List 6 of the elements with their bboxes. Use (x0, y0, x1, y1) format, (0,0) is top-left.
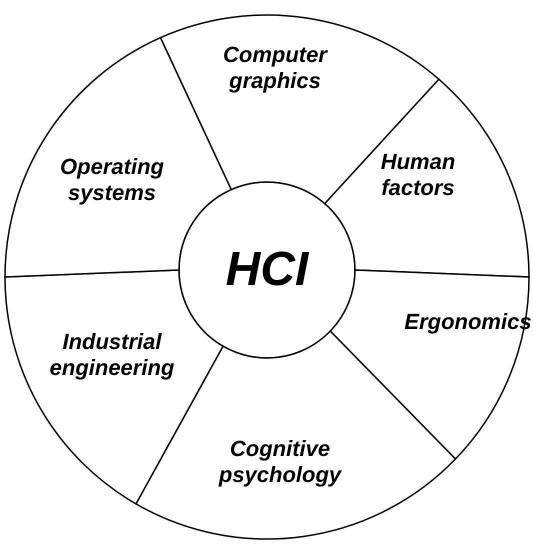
sector-label: Cognitive psychology (218, 436, 343, 488)
sector-label: Operating systems (59, 154, 165, 206)
sector-label: Human factors (380, 149, 456, 201)
sector-label: Computer graphics (222, 42, 329, 94)
center-label: HCI (224, 244, 310, 296)
sector-label: Industrial engineering (48, 329, 176, 381)
